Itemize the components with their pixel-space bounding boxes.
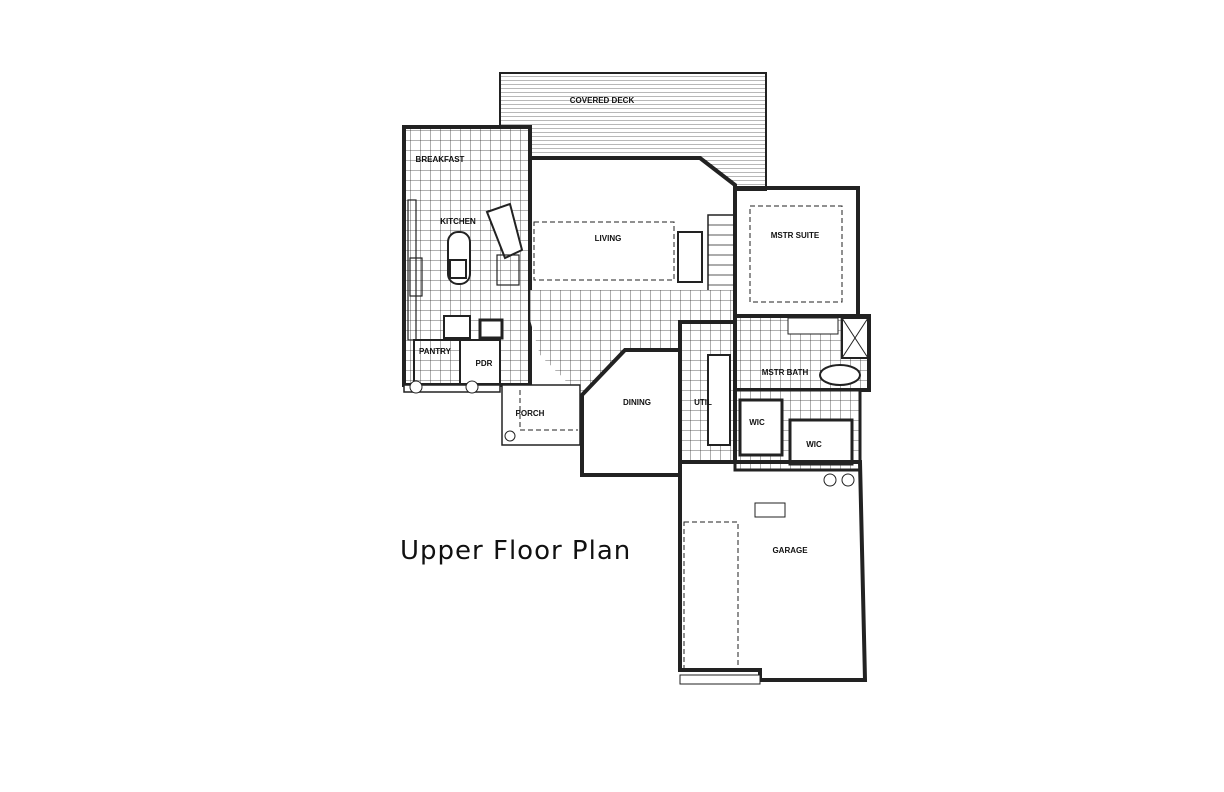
master-suite xyxy=(733,186,860,318)
label-wic-2: WIC xyxy=(806,440,822,449)
label-porch: PORCH xyxy=(516,409,545,418)
utility-room xyxy=(678,320,737,464)
plan-title: Upper Floor Plan xyxy=(400,536,632,566)
kitchen-area xyxy=(402,125,532,394)
label-wic-1: WIC xyxy=(749,418,765,427)
living-area xyxy=(528,156,737,395)
label-mstr-bath: MSTR BATH xyxy=(762,368,809,377)
label-util: UTIL xyxy=(694,398,712,407)
label-breakfast: BREAKFAST xyxy=(416,155,465,164)
label-kitchen: KITCHEN xyxy=(440,217,476,226)
label-pdr: PDR xyxy=(476,359,493,368)
label-covered-deck: COVERED DECK xyxy=(570,96,635,105)
label-living: LIVING xyxy=(595,234,622,243)
walk-in-closets xyxy=(733,388,862,472)
dining-room xyxy=(580,348,682,477)
label-dining: DINING xyxy=(623,398,651,407)
master-bath xyxy=(733,314,871,392)
garage xyxy=(678,460,868,685)
label-mstr-suite: MSTR SUITE xyxy=(771,231,820,240)
covered-deck xyxy=(499,72,767,191)
label-pantry: PANTRY xyxy=(419,347,452,356)
label-garage: GARAGE xyxy=(772,546,808,555)
porch xyxy=(501,384,581,446)
